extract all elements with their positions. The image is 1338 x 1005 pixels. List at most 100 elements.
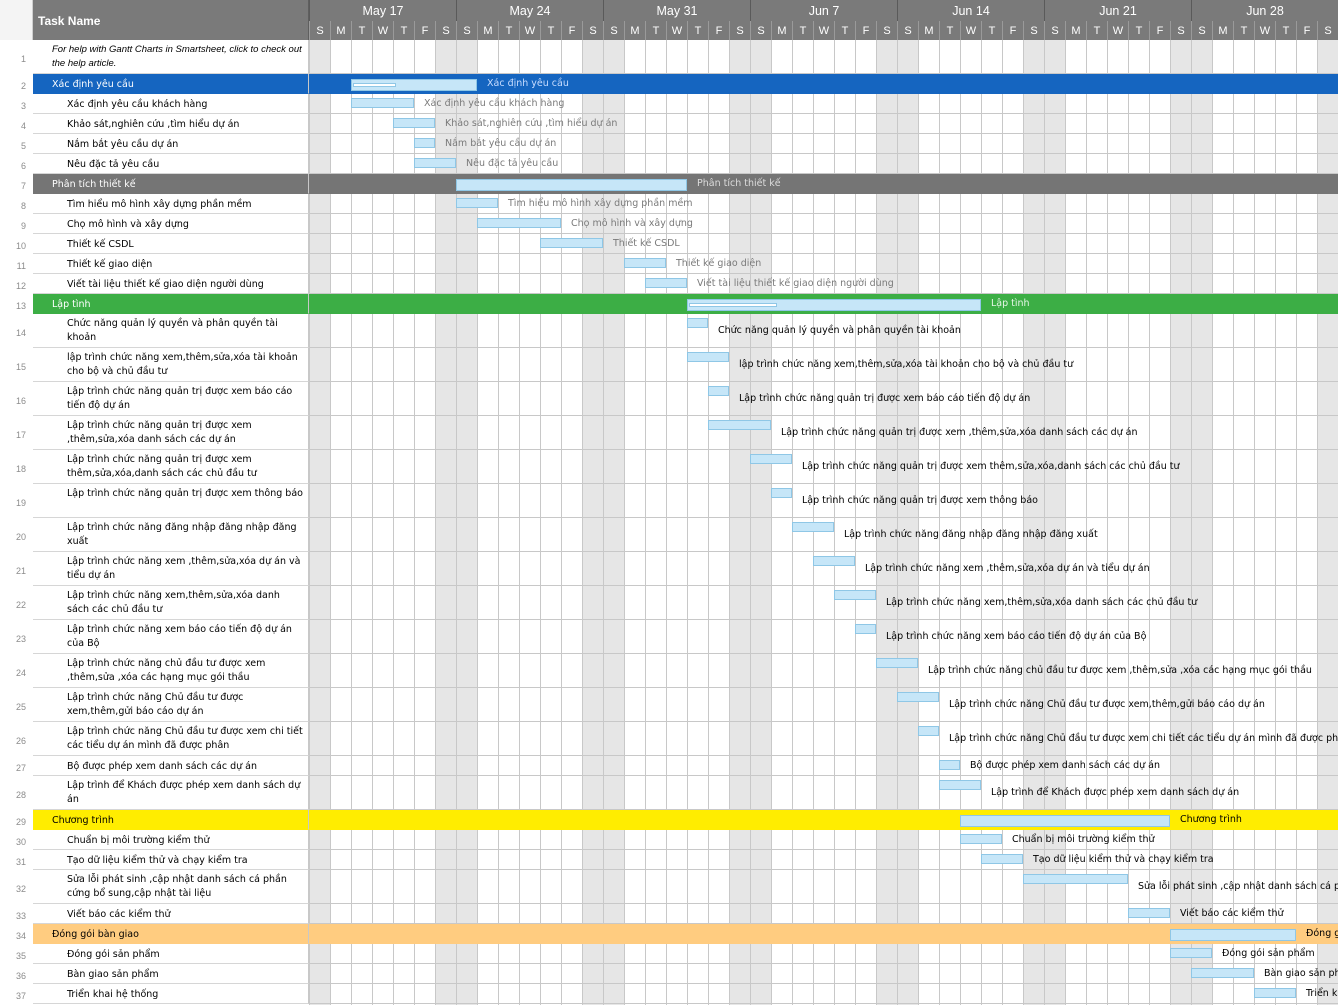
task-gantt-bar[interactable] [897, 692, 939, 702]
task-row[interactable]: Lập trình để Khách được phép xem danh sá… [33, 776, 309, 810]
summary-gantt-bar[interactable] [456, 179, 687, 191]
task-row[interactable]: Thiết kế giao diện [33, 254, 309, 274]
task-row[interactable]: Xác định yêu cầu khách hàng [33, 94, 309, 114]
task-row[interactable]: Lập trình chức năng quản trị được xem th… [33, 450, 309, 484]
task-gantt-bar[interactable] [750, 454, 792, 464]
row-number: 34 [15, 931, 26, 941]
day-header: M [477, 21, 498, 40]
task-row-parent[interactable]: Đóng gói bàn giao [33, 924, 309, 944]
task-gantt-bar[interactable] [540, 238, 603, 248]
gantt-bar-label: Lập trình chức năng Chủ đầu tư được xem,… [949, 699, 1265, 710]
task-gantt-bar[interactable] [351, 98, 414, 108]
task-gantt-bar[interactable] [624, 258, 666, 268]
row-gridline [309, 253, 1338, 254]
task-gantt-bar[interactable] [792, 522, 834, 532]
task-name: Lập trình chức năng quản trị được xem ,t… [67, 420, 252, 445]
day-column [309, 40, 330, 1005]
task-gantt-bar[interactable] [1023, 874, 1128, 884]
task-gantt-bar[interactable] [1170, 948, 1212, 958]
task-row[interactable]: Chức năng quản lý quyền và phân quyền tà… [33, 314, 309, 348]
task-gantt-bar[interactable] [939, 780, 981, 790]
task-row[interactable]: Khảo sát,nghiên cứu ,tìm hiểu dự án [33, 114, 309, 134]
task-row[interactable]: Chọ mô hình và xây dựng [33, 214, 309, 234]
task-row[interactable]: Lập trình chức năng Chủ đầu tư được xem,… [33, 688, 309, 722]
task-row[interactable]: Lập trình chức năng quản trị được xem ,t… [33, 416, 309, 450]
task-name: Viết báo các kiểm thử [67, 909, 171, 920]
task-row[interactable]: Viết tài liệu thiết kế giao diện người d… [33, 274, 309, 294]
task-gantt-bar[interactable] [708, 420, 771, 430]
task-name: Lập trình chức năng xem ,thêm,sửa,xóa dự… [67, 556, 301, 581]
task-gantt-bar[interactable] [771, 488, 792, 498]
task-gantt-bar[interactable] [855, 624, 876, 634]
day-header: S [1317, 21, 1338, 40]
task-gantt-bar[interactable] [687, 352, 729, 362]
row-number: 35 [15, 951, 26, 961]
task-row[interactable]: Lập trình chức năng xem ,thêm,sửa,xóa dự… [33, 552, 309, 586]
task-row[interactable]: Triển khai hệ thống [33, 984, 309, 1004]
day-header: T [1233, 21, 1254, 40]
help-row[interactable]: For help with Gantt Charts in Smartsheet… [33, 40, 309, 74]
task-row[interactable]: Nắm bắt yêu cầu dự án [33, 134, 309, 154]
summary-gantt-bar[interactable] [687, 299, 981, 311]
task-gantt-bar[interactable] [876, 658, 918, 668]
task-row-parent[interactable]: Lập tình [33, 294, 309, 314]
task-row[interactable]: Tìm hiểu mô hình xây dựng phần mềm [33, 194, 309, 214]
task-row-parent[interactable]: Phân tích thiết kế [33, 174, 309, 194]
task-row[interactable]: Lập trình chức năng quản trị được xem th… [33, 484, 309, 518]
task-gantt-bar[interactable] [813, 556, 855, 566]
summary-gantt-bar[interactable] [351, 79, 477, 91]
task-row[interactable]: Lập trình chức năng Chủ đầu tư được xem … [33, 722, 309, 756]
task-gantt-bar[interactable] [1191, 968, 1254, 978]
task-gantt-bar[interactable] [918, 726, 939, 736]
task-gantt-bar[interactable] [687, 318, 708, 328]
task-gantt-bar[interactable] [1128, 908, 1170, 918]
task-gantt-bar[interactable] [708, 386, 729, 396]
task-row[interactable]: Tạo dữ liệu kiểm thử và chạy kiểm tra [33, 850, 309, 870]
task-gantt-bar[interactable] [477, 218, 561, 228]
row-number: 37 [15, 991, 26, 1001]
day-column [834, 40, 855, 1005]
task-gantt-bar[interactable] [981, 854, 1023, 864]
task-row[interactable]: Nêu đặc tả yêu cầu [33, 154, 309, 174]
task-row-parent[interactable]: Chương trình [33, 810, 309, 830]
row-number: 8 [20, 201, 26, 211]
row-gridline [309, 849, 1338, 850]
task-row[interactable]: Sửa lỗi phát sinh ,cập nhật danh sách cá… [33, 870, 309, 904]
day-column [666, 40, 687, 1005]
task-row[interactable]: Đóng gói sản phẩm [33, 944, 309, 964]
task-row[interactable]: Viết báo các kiểm thử [33, 904, 309, 924]
day-column [330, 40, 351, 1005]
task-gantt-bar[interactable] [834, 590, 876, 600]
summary-gantt-bar[interactable] [1170, 929, 1296, 941]
help-article-link[interactable]: For help with Gantt Charts in Smartsheet… [52, 44, 302, 69]
task-row[interactable]: Bàn giao sản phẩm [33, 964, 309, 984]
task-row[interactable]: Lập trình chức năng đăng nhập đăng nhập … [33, 518, 309, 552]
task-gantt-bar[interactable] [960, 834, 1002, 844]
task-row[interactable]: lập trình chức năng xem,thêm,sửa,xóa tài… [33, 348, 309, 382]
task-gantt-bar[interactable] [1254, 988, 1296, 998]
task-row[interactable]: Thiết kế CSDL [33, 234, 309, 254]
task-gantt-bar[interactable] [414, 158, 456, 168]
task-row[interactable]: Lập trình chức năng quản trị được xem bá… [33, 382, 309, 416]
task-row[interactable]: Chuẩn bị môi trường kiểm thử [33, 830, 309, 850]
task-gantt-bar[interactable] [393, 118, 435, 128]
task-row[interactable]: Lập trình chức năng chủ đầu tư được xem … [33, 654, 309, 688]
task-gantt-bar[interactable] [645, 278, 687, 288]
day-column [1107, 40, 1128, 1005]
row-number: 5 [20, 141, 26, 151]
task-row-parent[interactable]: Xác định yêu cầu [33, 74, 309, 94]
day-header: S [729, 21, 750, 40]
task-row[interactable]: Lập trình chức năng xem,thêm,sửa,xóa dan… [33, 586, 309, 620]
row-number: 29 [15, 817, 26, 827]
task-gantt-bar[interactable] [456, 198, 498, 208]
row-gridline [309, 809, 1338, 810]
row-gridline [309, 551, 1338, 552]
task-name-column-header[interactable]: Task Name [33, 0, 309, 40]
task-row[interactable]: Bộ được phép xem danh sách các dự án [33, 756, 309, 776]
task-gantt-bar[interactable] [414, 138, 435, 148]
row-gridline [309, 755, 1338, 756]
task-row[interactable]: Lập trình chức năng xem báo cáo tiến độ … [33, 620, 309, 654]
task-gantt-bar[interactable] [939, 760, 960, 770]
summary-gantt-bar[interactable] [960, 815, 1170, 827]
row-gridline [309, 721, 1338, 722]
